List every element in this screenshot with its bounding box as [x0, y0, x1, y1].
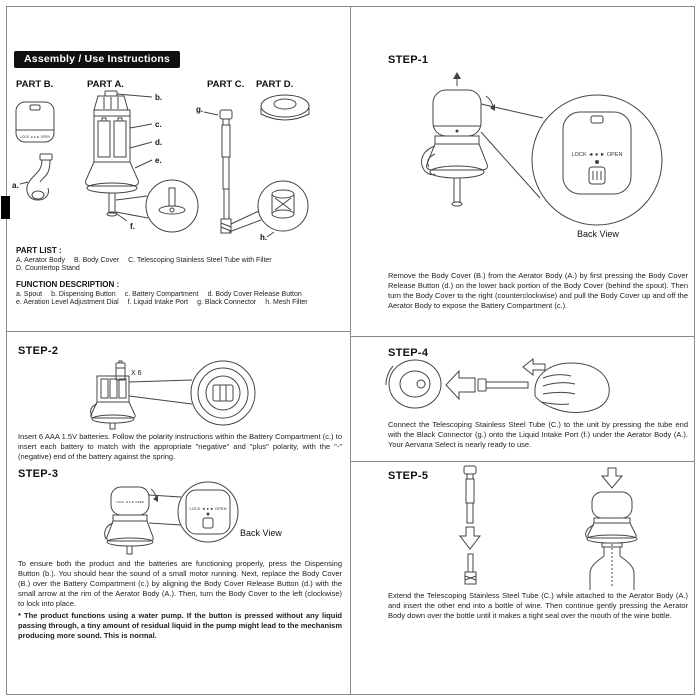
callout-h: h. [260, 233, 267, 242]
callout-g: g. [196, 105, 203, 114]
part-a-aerator-body-drawing [85, 90, 139, 217]
part-list-item: C. Telescoping Stainless Steel Tube with… [128, 257, 272, 264]
back-view-magnifier [148, 481, 239, 543]
right-divider-1 [350, 336, 694, 337]
callout-a: a. [12, 181, 19, 190]
part-list-item: A. Aerator Body [16, 257, 66, 264]
left-section-divider [6, 331, 350, 332]
function-description: FUNCTION DESCRIPTION : a. Spout b. Dispe… [16, 280, 346, 306]
spout-drawing [26, 153, 53, 201]
unit-on-bottle-drawing [585, 491, 638, 590]
page-header-label: Assembly / Use Instructions [24, 53, 171, 65]
arrow-down-icon [458, 526, 482, 550]
part-list: PART LIST : A. Aerator Body B. Body Cove… [16, 246, 344, 272]
function-item: h. Mesh Filter [265, 299, 308, 306]
mesh-filter-magnifier [228, 180, 309, 238]
step4-diagram [385, 357, 610, 414]
step2-title: STEP-2 [18, 345, 59, 357]
arrow-left-icon [445, 369, 476, 401]
step3-instructions-main: To ensure both the product and the batte… [18, 559, 342, 608]
pull-up-arrow-icon [453, 72, 461, 86]
function-item: c. Battery Compartment [124, 291, 199, 298]
battery-count-label: X 6 [131, 370, 142, 377]
lock-open-label: LOCK ◄ ● ► OPEN [572, 152, 623, 158]
step3-note: * The product functions using a water pu… [18, 611, 342, 640]
step1-diagram: LOCK ◄ ● ► OPEN [421, 72, 663, 226]
function-item: b. Dispensing Button [51, 291, 116, 298]
part-list-item: D. Countertop Stand [16, 265, 80, 272]
tube-with-connector-drawing [477, 378, 529, 392]
parts-diagram: LOCK ◄ ● ► OPEN a. b. c. d. e. f. g. h. [12, 90, 310, 242]
step3-instructions: To ensure both the product and the batte… [18, 559, 342, 641]
part-b-body-cover-drawing [15, 101, 55, 143]
back-view-magnifier [480, 94, 663, 226]
intake-port-magnifier [115, 179, 199, 233]
battery-icon [115, 360, 126, 381]
step1-instructions: Remove the Body Cover (B.) from the Aera… [388, 271, 688, 310]
part-b-label: PART B. [16, 79, 54, 90]
callout-f: f. [130, 222, 135, 231]
aerator-open-drawing [90, 375, 136, 430]
step1-back-view-label: Back View [577, 229, 619, 239]
step4-instructions: Connect the Telescoping Stainless Steel … [388, 420, 688, 449]
part-c-label: PART C. [207, 79, 245, 90]
part-list-title: PART LIST : [16, 246, 62, 255]
telescoping-tube-drawing [463, 465, 477, 524]
callout-e: e. [155, 156, 162, 165]
callout-b: b. [155, 93, 162, 102]
function-description-items: a. Spout b. Dispensing Button c. Battery… [16, 291, 346, 306]
function-item: e. Aeration Level Adjustment Dial [16, 299, 119, 306]
tube-tip-drawing [464, 553, 477, 585]
step3-back-view-label: Back View [240, 528, 282, 538]
callout-d: d. [155, 138, 162, 147]
callout-c: c. [155, 120, 162, 129]
part-c-tube-drawing [219, 109, 233, 234]
rotate-arrow-icon [150, 488, 158, 502]
hand-drawing [534, 362, 610, 414]
step5-title: STEP-5 [388, 470, 429, 482]
function-item: d. Body Cover Release Button [207, 291, 302, 298]
step2-instructions: Insert 6 AAA 1.5V batteries. Follow the … [18, 432, 342, 461]
function-item: f. Liquid Intake Port [127, 299, 189, 306]
part-d-stand-drawing [260, 94, 310, 121]
page-header: Assembly / Use Instructions [14, 51, 181, 68]
arrow-left-icon [522, 357, 546, 377]
step3-diagram: LOCK ◄ ● ► OPEN LOCK ◄ ● ► OPEN [104, 481, 239, 555]
step2-diagram: X 6 [90, 360, 256, 430]
step5-instructions: Extend the Telescoping Stainless Steel T… [388, 591, 688, 620]
lock-open-label: LOCK ◄ ● ► OPEN [116, 500, 144, 504]
part-a-label: PART A. [87, 79, 124, 90]
part-callout-letters: a. b. c. d. e. f. g. h. [12, 93, 267, 242]
aerator-unit-drawing [421, 89, 488, 207]
step1-title: STEP-1 [388, 54, 429, 66]
function-item: g. Black Connector [197, 299, 257, 306]
unit-underside-drawing [385, 359, 442, 409]
step4-title: STEP-4 [388, 347, 429, 359]
function-item: a. Spout [16, 291, 43, 298]
step5-diagram [458, 465, 638, 590]
rotate-arrow-icon [485, 95, 495, 111]
lock-open-label: LOCK ◄ ● ► OPEN [20, 135, 50, 139]
part-list-item: B. Body Cover [74, 257, 120, 264]
vertical-divider [350, 6, 351, 694]
function-description-title: FUNCTION DESCRIPTION : [16, 280, 120, 289]
part-list-items: A. Aerator Body B. Body Cover C. Telesco… [16, 257, 344, 272]
binding-tab-mark [1, 196, 10, 219]
step3-title: STEP-3 [18, 468, 59, 480]
aerator-unit-drawing [104, 486, 154, 555]
arrow-down-icon [600, 467, 624, 489]
right-divider-2 [350, 461, 694, 462]
part-d-label: PART D. [256, 79, 294, 90]
lock-open-label: LOCK ◄ ● ► OPEN [189, 506, 226, 511]
battery-compartment-magnifier [128, 360, 256, 426]
